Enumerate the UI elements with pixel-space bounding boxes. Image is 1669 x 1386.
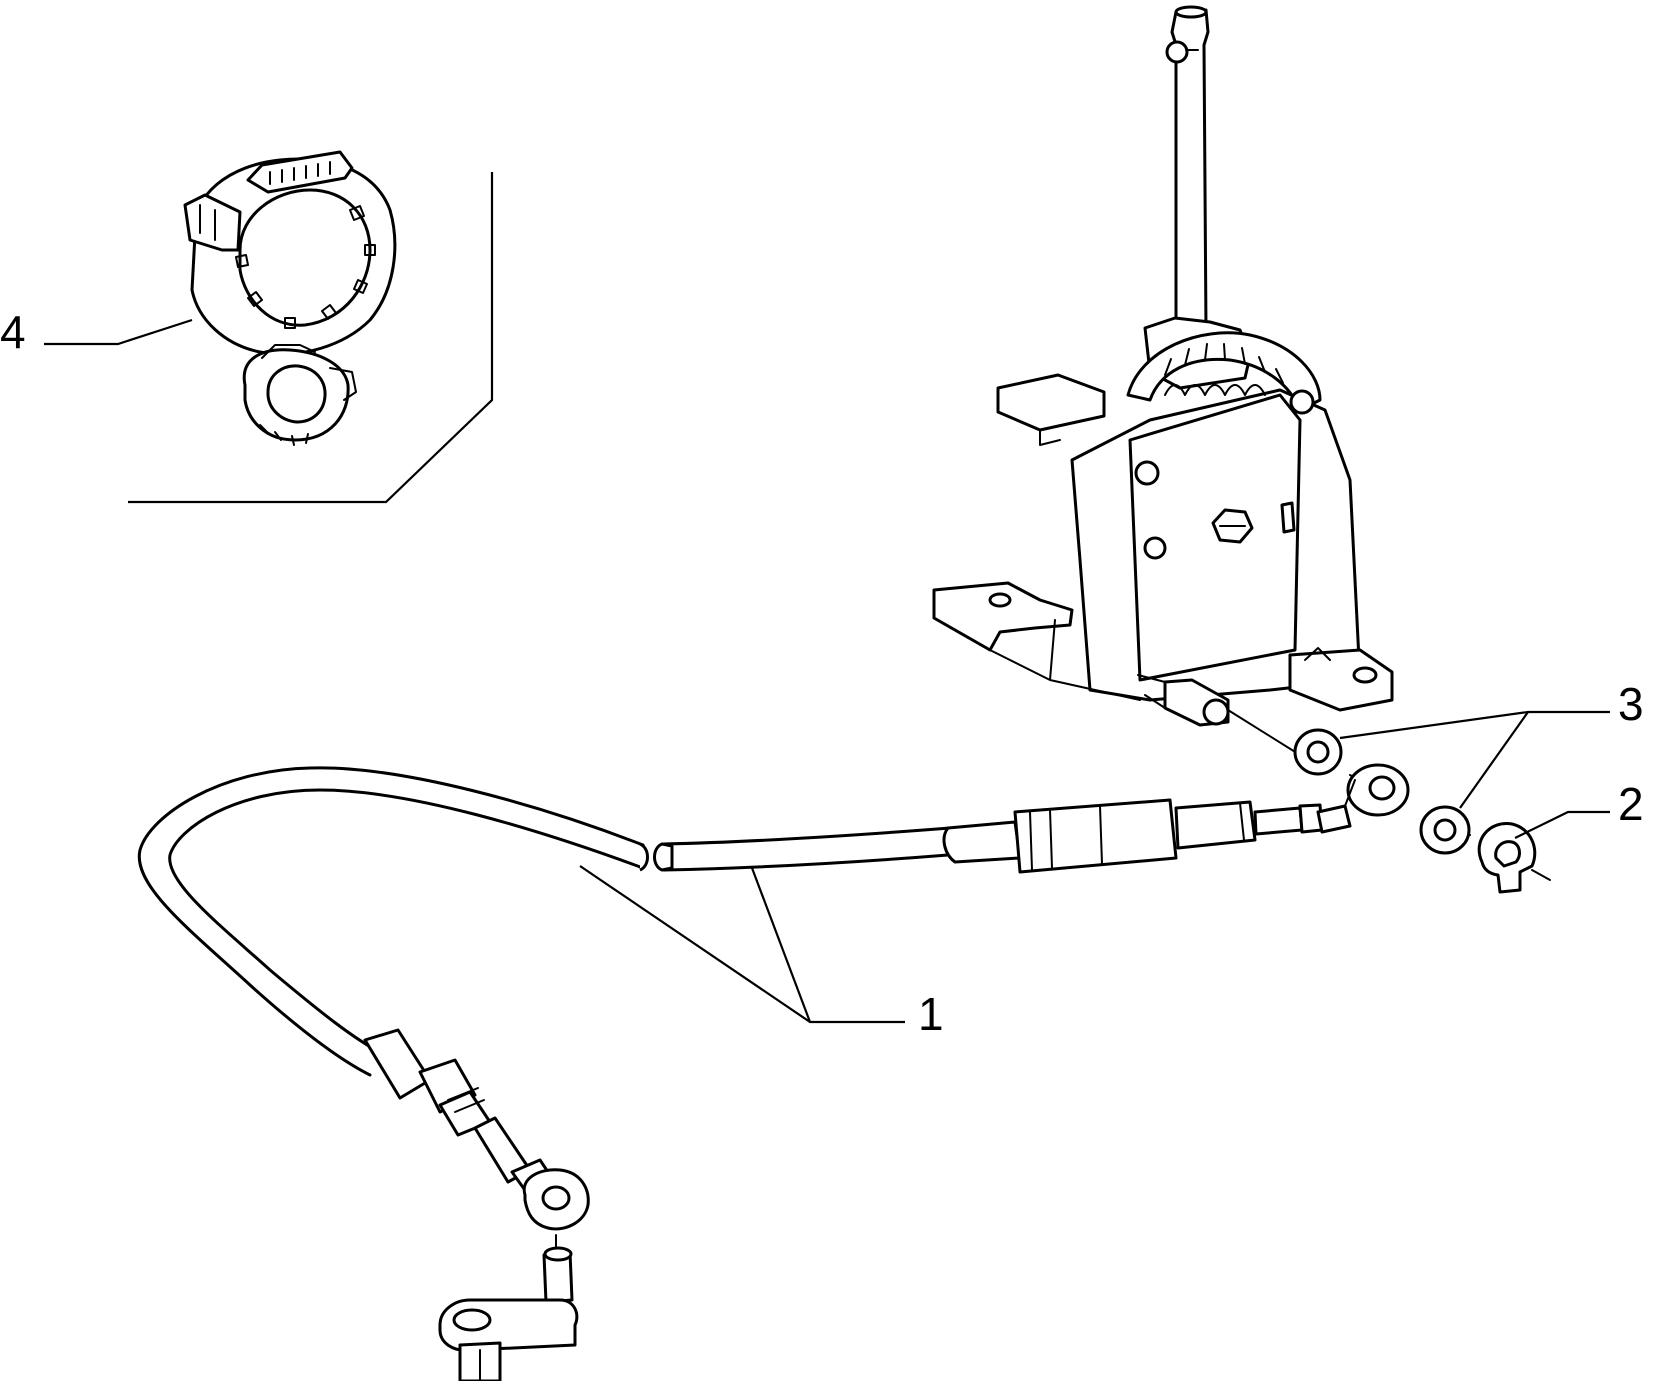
callout-1: 1 <box>918 988 944 1040</box>
gear-selector-cable-icon <box>137 763 1410 1231</box>
callout-3: 3 <box>1618 678 1644 730</box>
callout-4: 4 <box>0 306 26 358</box>
gearbox-selector-lever-icon <box>438 1234 579 1383</box>
cable-support-bracket-icon <box>183 150 397 446</box>
retaining-clip-icon <box>1477 822 1551 894</box>
gear-lever-mechanism-icon <box>932 5 1394 727</box>
callout-2: 2 <box>1618 778 1644 830</box>
washer-lower-icon <box>1419 805 1471 855</box>
washer-upper-icon <box>1293 728 1343 776</box>
inset-frame <box>128 172 494 504</box>
